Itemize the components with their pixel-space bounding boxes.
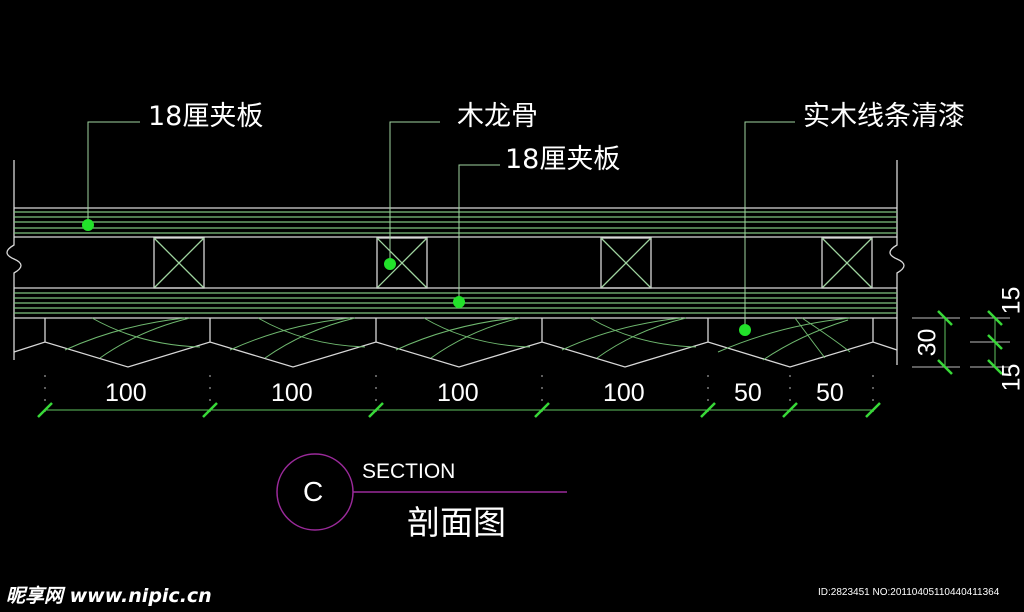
leader-dots bbox=[82, 219, 751, 336]
section-letter: C bbox=[303, 476, 324, 507]
horizontal-dimension bbox=[37, 375, 881, 418]
dimension-1: 100 bbox=[105, 379, 147, 407]
dimension-vertical-top: 15 bbox=[997, 286, 1024, 315]
top-plywood-layer bbox=[14, 207, 897, 238]
right-break-line bbox=[889, 160, 905, 365]
leader-lines bbox=[87, 121, 795, 330]
left-break-line bbox=[6, 160, 22, 360]
dimension-2: 100 bbox=[271, 379, 313, 407]
wood-joists bbox=[153, 237, 873, 289]
section-symbol bbox=[276, 453, 567, 531]
section-title: SECTION bbox=[362, 460, 456, 483]
vertical-dimension bbox=[912, 310, 1010, 375]
label-bottom-plywood: 18厘夹板 bbox=[505, 144, 621, 175]
label-solid-wood-trim: 实木线条清漆 bbox=[803, 101, 965, 132]
dimension-3: 100 bbox=[437, 379, 479, 407]
watermark-id: ID:2823451 NO:20110405110440411364 bbox=[818, 587, 1000, 598]
dimension-vertical-total: 30 bbox=[913, 328, 942, 357]
solid-wood-trim bbox=[13, 317, 898, 368]
label-wood-joist: 木龙骨 bbox=[457, 101, 538, 132]
dimension-vertical-bottom: 15 bbox=[997, 363, 1024, 392]
label-top-plywood: 18厘夹板 bbox=[148, 101, 264, 132]
dimension-4: 100 bbox=[603, 379, 645, 407]
watermark-logo: 昵享网 www.nipic.cn bbox=[6, 585, 212, 607]
dimension-6: 50 bbox=[816, 379, 844, 407]
floor-structure bbox=[6, 160, 905, 368]
section-subtitle: 剖面图 bbox=[407, 503, 506, 542]
dimension-5: 50 bbox=[734, 379, 762, 407]
